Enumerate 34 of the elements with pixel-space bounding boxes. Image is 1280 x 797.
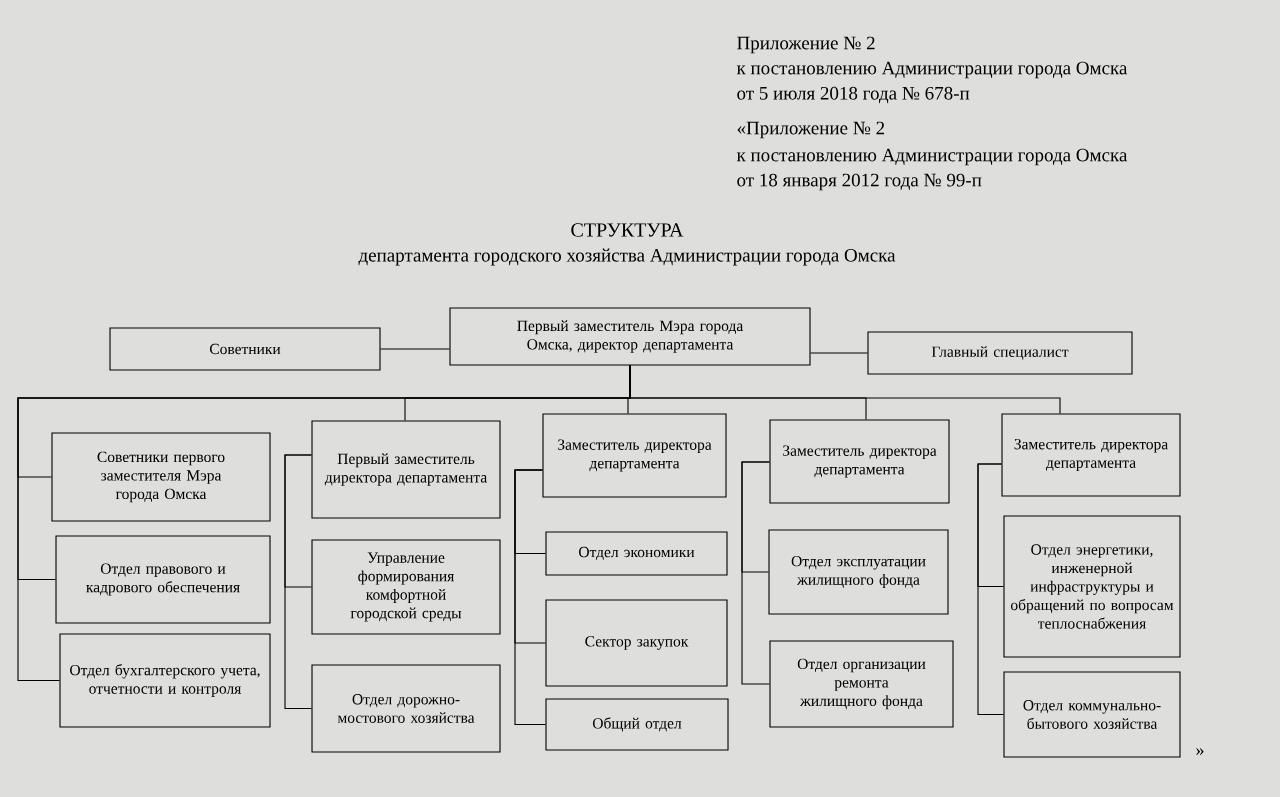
org-box: Советники первого заместителя Мэра города Омска bbox=[51, 432, 271, 522]
org-box: Заместитель директора департамента bbox=[542, 413, 727, 498]
connector-line bbox=[629, 365, 1061, 414]
org-box: Отдел организации ремонта жилищного фонда bbox=[769, 640, 954, 728]
org-box: Первый заместитель директора департамента bbox=[311, 420, 501, 519]
header-line: к постановлению Администрации города Омска bbox=[736, 61, 1128, 79]
header-line: Приложение № 2 bbox=[737, 36, 875, 54]
connector-line bbox=[380, 348, 450, 350]
connector-line bbox=[514, 469, 546, 726]
org-box: Отдел энергетики, инженерной инфраструктуры и обращений по вопросам теплоснабжения bbox=[1003, 515, 1181, 658]
org-box: Главный специалист bbox=[867, 331, 1133, 375]
connector-line bbox=[977, 463, 1004, 716]
org-box: Отдел коммунально-бытового хозяйства bbox=[1003, 671, 1181, 758]
header-line: от 18 января 2012 года № 99-п bbox=[737, 173, 982, 191]
org-box: Отдел правового и кадрового обеспечения bbox=[55, 535, 271, 624]
org-box: Сектор закупок bbox=[545, 599, 728, 687]
org-box: Первый заместитель Мэра города Омска, директор департамента bbox=[449, 307, 811, 366]
header-line: от 5 июля 2018 года № 678-п bbox=[737, 86, 970, 104]
connector-line bbox=[810, 352, 868, 354]
org-box: Отдел эксплуатации жилищного фонда bbox=[768, 529, 949, 615]
connector-line bbox=[284, 454, 312, 710]
title: СТРУКТУРА bbox=[571, 223, 684, 237]
org-box: Отдел бухгалтерского учета, отчетности и контроля bbox=[59, 633, 271, 728]
subtitle: департамента городского хозяйства Администрации города Омска bbox=[358, 248, 896, 266]
org-box: Общий отдел bbox=[545, 698, 729, 751]
connector-line bbox=[741, 461, 770, 685]
org-box: Отдел дорожно-мостового хозяйства bbox=[311, 664, 501, 753]
org-box: Управление формирования комфортной городской среды bbox=[311, 539, 501, 635]
header-line: к постановлению Администрации города Омска bbox=[736, 148, 1128, 166]
org-box: Советники bbox=[109, 327, 381, 371]
header-line: «Приложение № 2 bbox=[737, 121, 885, 139]
org-box: Заместитель директора департамента bbox=[1001, 413, 1181, 497]
org-box: Отдел экономики bbox=[545, 531, 728, 576]
org-box: Заместитель директора департамента bbox=[769, 419, 950, 504]
